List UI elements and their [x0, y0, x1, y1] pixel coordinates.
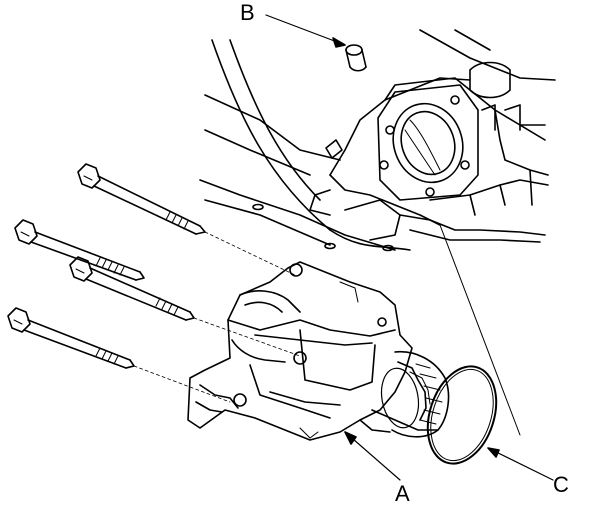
bolt-4 [7, 307, 231, 403]
callout-label-c: C [553, 472, 569, 497]
engine-block [199, 29, 556, 436]
bolt-2 [14, 219, 145, 281]
bolt-3 [69, 256, 301, 357]
pump-housing [187, 261, 450, 481]
callout-label-b: B [240, 0, 255, 25]
o-ring [426, 365, 554, 481]
callout-label-a: A [395, 481, 410, 506]
bolt-1 [77, 163, 296, 276]
dowel-pin [265, 14, 367, 72]
